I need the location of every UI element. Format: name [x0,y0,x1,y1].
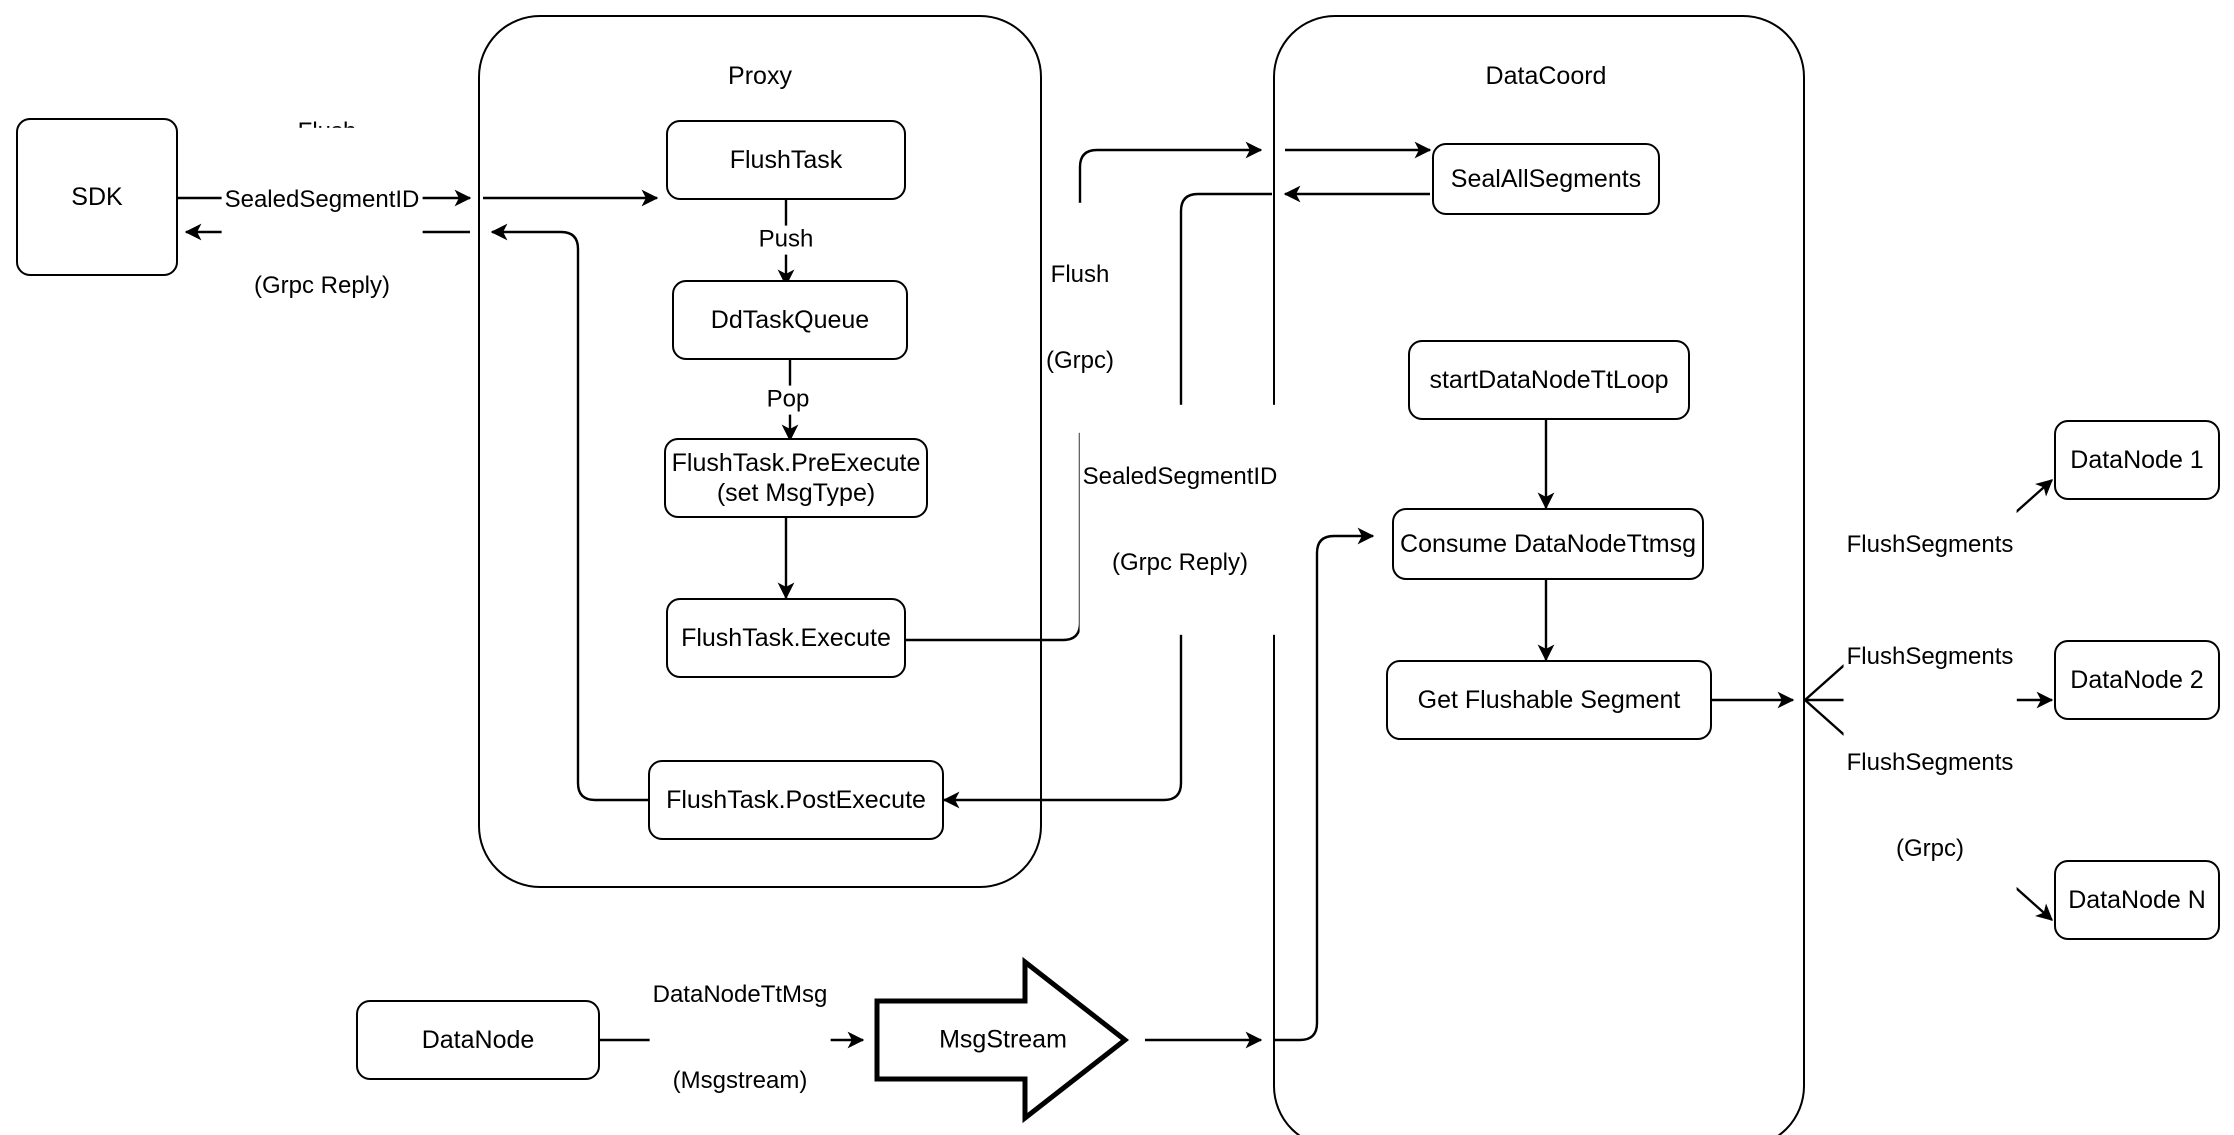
node-sdk[interactable]: SDK [16,118,178,276]
label-flush-grpc-datacoord-line1: Flush [1050,260,1110,288]
label-datanode-ttmsg: DataNodeTtMsg (Msgstream) [649,922,831,1135]
label-flushsegments-n: FlushSegments (Grpc) [1843,690,2017,922]
node-sealallsegments[interactable]: SealAllSegments [1432,143,1660,215]
label-datanode-ttmsg-line1: DataNodeTtMsg [652,980,828,1008]
node-flushtask-postexecute[interactable]: FlushTask.PostExecute [648,760,944,840]
node-datanode-2[interactable]: DataNode 2 [2054,640,2220,720]
node-msgstream-label[interactable]: MsgStream [939,1025,1067,1054]
label-flushsegments-n-line1: FlushSegments [1846,748,2014,776]
label-sealedsegmentid-datacoord-line1: SealedSegmentID [1082,462,1278,490]
label-sealedsegmentid-datacoord-line2: (Grpc Reply) [1111,548,1249,576]
edge-datacoordrail-to-consume [1275,527,1375,1042]
node-flushtask-execute[interactable]: FlushTask.Execute [666,598,906,678]
group-datacoord-title: DataCoord [1485,62,1607,90]
label-flushsegments-2-line1: FlushSegments [1846,642,2014,670]
node-datanode-1[interactable]: DataNode 1 [2054,420,2220,500]
label-sealedsegmentid-sdk-line1: SealedSegmentID [224,185,420,213]
label-datanode-ttmsg-line2: (Msgstream) [672,1066,808,1094]
node-ddtaskqueue[interactable]: DdTaskQueue [672,280,908,360]
node-flushtask-preexecute-line1: FlushTask.PreExecute [671,449,921,477]
msgstream-shape [874,956,1130,1124]
label-push: Push [755,225,817,255]
label-sealedsegmentid-sdk-line2: (Grpc Reply) [253,271,391,299]
node-consume-datanodettmsg[interactable]: Consume DataNodeTtmsg [1392,508,1704,580]
label-flushsegments-n-line2: (Grpc) [1896,834,1964,862]
label-flushsegments-1-line1: FlushSegments [1846,530,2014,558]
node-datanode-n[interactable]: DataNode N [2054,860,2220,940]
label-sealedsegmentid-sdk: SealedSegmentID (Grpc Reply) [221,127,423,359]
label-flush-grpc-datacoord: Flush (Grpc) [1043,202,1117,434]
node-startdatanodettloop[interactable]: startDataNodeTtLoop [1408,340,1690,420]
node-flushtask-preexecute[interactable]: FlushTask.PreExecute (set MsgType) [664,438,928,518]
node-datanode-bottom[interactable]: DataNode [356,1000,600,1080]
label-flush-grpc-datacoord-line2: (Grpc) [1046,346,1114,374]
node-get-flushable-segment[interactable]: Get Flushable Segment [1386,660,1712,740]
edge-postexecute-to-reply [490,223,650,802]
group-proxy [478,15,1042,888]
node-flushtask-preexecute-line2: (set MsgType) [716,479,876,507]
node-flushtask[interactable]: FlushTask [666,120,906,200]
label-sealedsegmentid-datacoord: SealedSegmentID (Grpc Reply) [1079,404,1281,636]
group-proxy-title: Proxy [728,62,792,90]
label-pop: Pop [763,385,813,415]
